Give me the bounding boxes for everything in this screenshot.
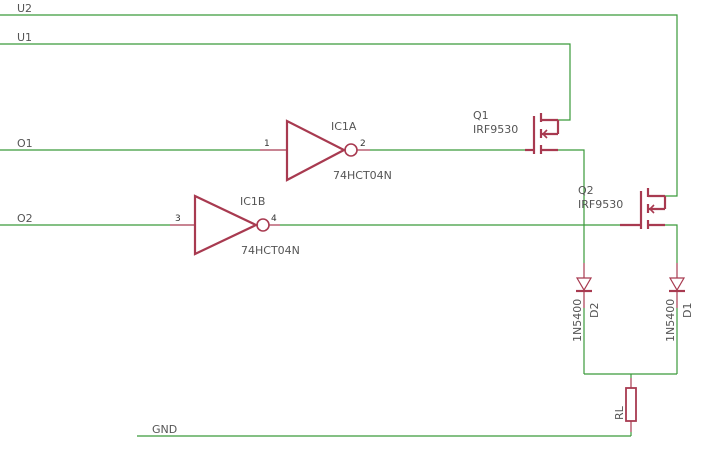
ic1b-name: IC1B [240,195,265,208]
d2-name: D2 [588,303,601,318]
inverter-ic1a [260,119,370,182]
q2-name: Q2 [578,184,594,197]
mosfet-q2 [620,188,667,229]
ic1a-pin-in-number: 1 [264,139,270,149]
d1-name: D1 [681,303,694,318]
net-label-u1: U1 [17,31,32,44]
d2-value: 1N5400 [571,299,584,342]
inverter-ic1b [170,194,280,256]
ic1a-name: IC1A [331,120,357,133]
ic1b-value: 74HCT04N [241,244,300,257]
q1-name: Q1 [473,109,489,122]
net-label-gnd: GND [152,423,177,436]
d2-triangle [575,277,593,292]
ic1a-triangle [285,119,347,182]
net-label-o1: O1 [17,137,33,150]
mosfet-q1 [525,113,560,154]
ic1a-value: 74HCT04N [333,169,392,182]
wires [0,14,678,437]
q1-value: IRF9530 [473,123,518,136]
diode-d1 [668,263,686,308]
wire-u2 [0,14,678,197]
rl-name: RL [613,405,626,420]
rl-body [625,387,637,422]
wire-u1 [0,43,571,121]
ic1b-triangle [193,194,259,256]
d1-triangle [668,277,686,292]
net-label-o2: O2 [17,212,33,225]
wire-q2-d1 [665,224,678,263]
ic1a-pin-out-number: 2 [360,139,366,149]
q2-arrow [648,204,655,214]
q2-value: IRF9530 [578,198,623,211]
wire-q1-d2 [558,149,585,263]
resistor-rl [625,378,637,432]
ic1b-bubble [256,218,270,232]
ic1a-bubble [344,143,358,157]
q1-arrow [541,129,548,139]
ic1b-pin-out-number: 4 [271,214,277,224]
diode-d2 [575,263,593,308]
d1-value: 1N5400 [664,299,677,342]
ic1b-pin-in-number: 3 [175,214,181,224]
net-label-u2: U2 [17,2,32,15]
